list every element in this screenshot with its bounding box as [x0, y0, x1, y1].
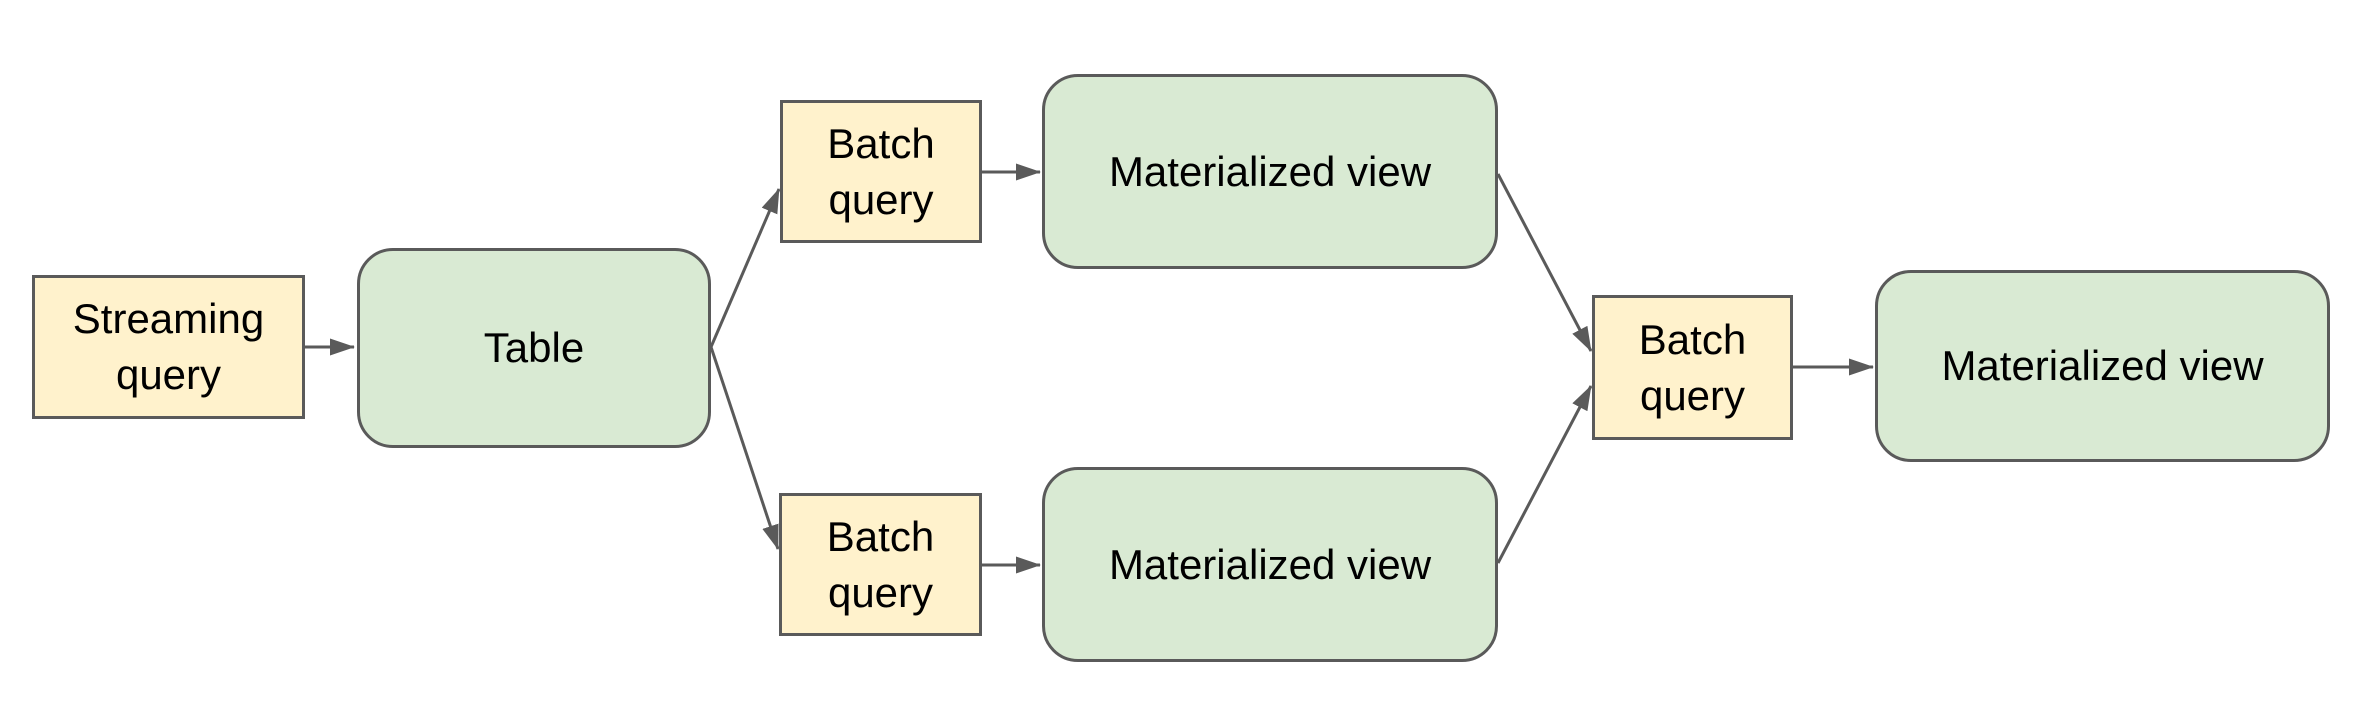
- node-label: Batch query: [827, 119, 935, 223]
- node-materialized-view-right: Materialized view: [1875, 270, 2330, 462]
- node-label: Streaming query: [72, 295, 265, 398]
- node-label: Materialized view: [1941, 342, 2264, 389]
- node-table: Table: [357, 248, 711, 448]
- node-batch-query-top: Batch query: [780, 100, 982, 243]
- node-label: Materialized view: [1108, 540, 1432, 588]
- edge-materialized-view-bottom-to-batch-query-right: [1496, 385, 1593, 564]
- node-label: Batch query: [826, 512, 935, 616]
- node-label: Batch query: [1638, 315, 1747, 419]
- node-materialized-view-top: Materialized view: [1042, 74, 1498, 269]
- node-label: Materialized view: [1108, 147, 1432, 195]
- edge-materialized-view-top-to-batch-query-right: [1496, 173, 1593, 352]
- node-batch-query-right: Batch query: [1592, 295, 1793, 440]
- node-materialized-view-bottom: Materialized view: [1042, 467, 1498, 662]
- edge-table-to-batch-query-bottom: [709, 346, 780, 550]
- edge-table-to-batch-query-top: [709, 188, 781, 348]
- node-label: Table: [483, 324, 585, 371]
- node-batch-query-bottom: Batch query: [779, 493, 982, 636]
- node-streaming-query: Streaming query: [32, 275, 305, 419]
